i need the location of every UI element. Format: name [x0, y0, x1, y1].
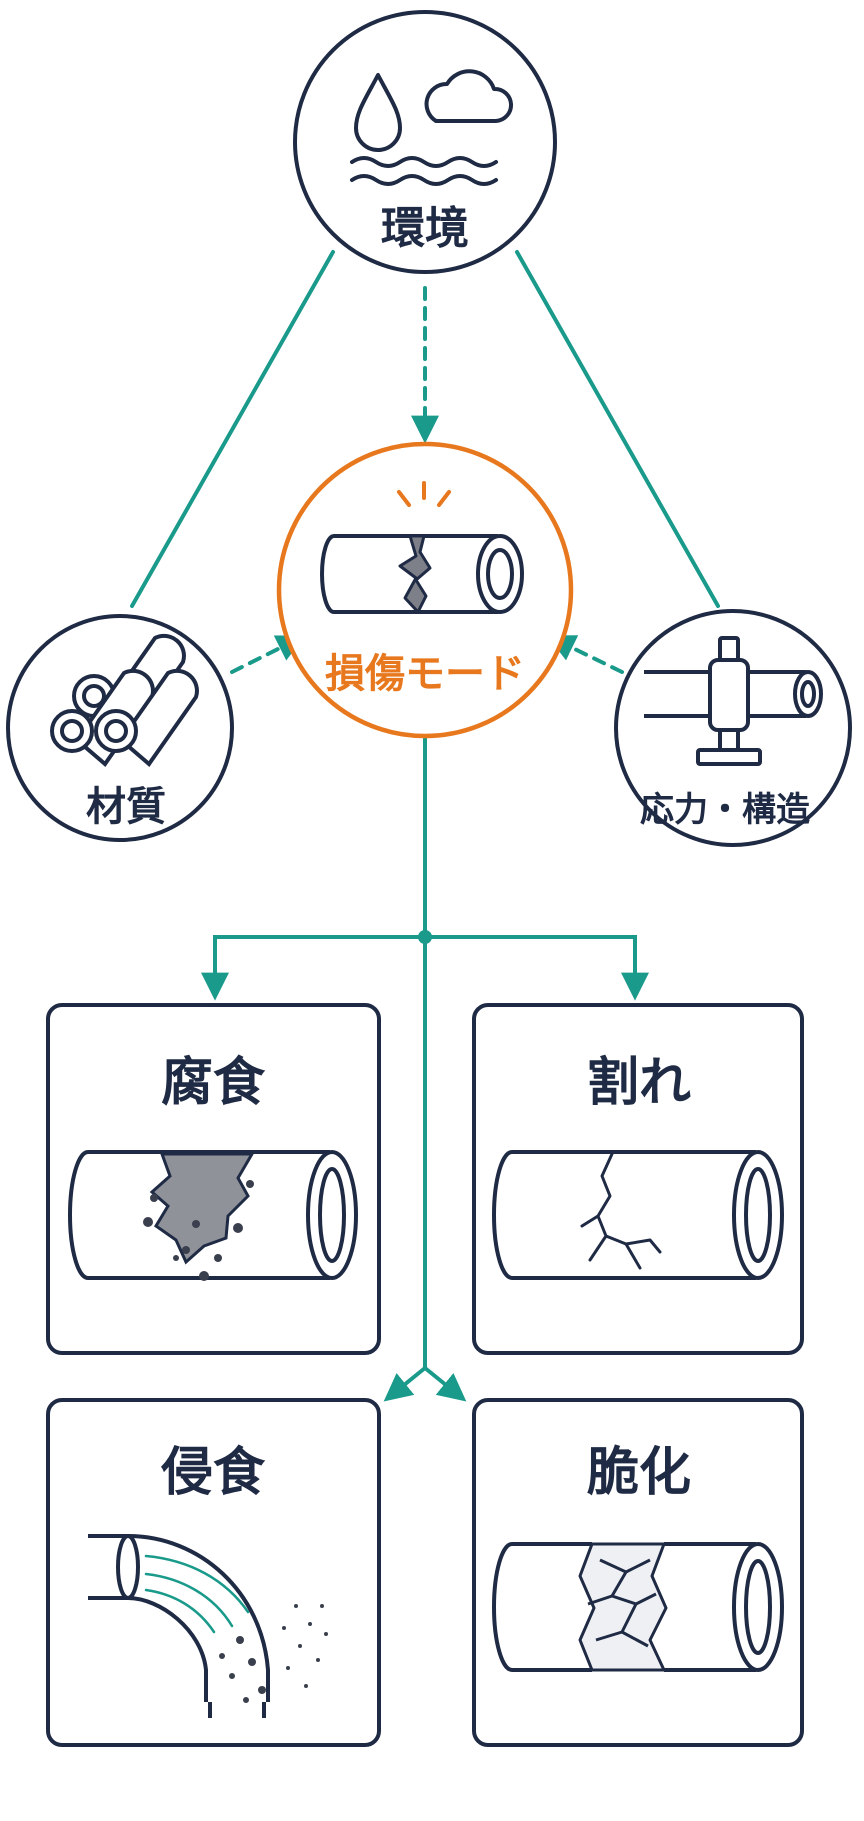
- flow-arrows-icon: [144, 1554, 250, 1634]
- impact-burst-icon: [397, 481, 451, 507]
- particle-dots: [219, 1604, 328, 1703]
- embrittlement-card: 脆化: [472, 1398, 804, 1747]
- elbow-pipe-icon: [88, 1534, 270, 1718]
- shattered-section-icon: [578, 1542, 668, 1672]
- damage-mode-label: 損傷モード: [325, 651, 525, 697]
- pitting-dots: [143, 1180, 254, 1281]
- material-label: 材質: [86, 784, 166, 830]
- corrosion-card: 腐食: [46, 1003, 381, 1355]
- material-node: 材質: [6, 614, 234, 842]
- pipe-support-icon: [644, 636, 823, 766]
- erosion-card: 侵食: [46, 1398, 381, 1747]
- environment-label: 環境: [381, 203, 469, 254]
- crack-shape: [398, 534, 432, 614]
- waves-icon: [350, 156, 498, 186]
- stress-structure-node: 応力・構造: [614, 609, 852, 847]
- embrittlement-title: 脆化: [587, 1443, 691, 1503]
- branch-to-cracking: [423, 935, 649, 1001]
- branch-to-embrittlement: [423, 1366, 467, 1402]
- cloud-icon: [424, 69, 513, 123]
- crack-lines-icon: [580, 1152, 662, 1270]
- dashed-arrow-stress-damage: [546, 635, 624, 674]
- connectors: [130, 250, 720, 1402]
- branch-to-corrosion: [201, 935, 427, 1001]
- pipe-icon: [492, 1150, 784, 1280]
- connector-env-stress: [515, 250, 720, 608]
- damage-mode-node: 損傷モード: [276, 441, 574, 739]
- cracking-card: 割れ: [472, 1003, 804, 1355]
- pipe-bundle-icon: [50, 633, 199, 767]
- connector-env-material: [130, 250, 335, 608]
- environment-node: 環境: [293, 10, 557, 274]
- water-drop-icon: [354, 73, 402, 152]
- pipe-icon: [68, 1150, 358, 1280]
- branch-to-erosion: [383, 1366, 427, 1402]
- cracking-title: 割れ: [587, 1053, 691, 1113]
- junction-dot: [418, 930, 432, 944]
- stress-structure-label: 応力・構造: [640, 790, 810, 830]
- corrosion-title: 腐食: [161, 1053, 266, 1113]
- pipe-icon: [492, 1542, 784, 1672]
- erosion-title: 侵食: [160, 1443, 266, 1503]
